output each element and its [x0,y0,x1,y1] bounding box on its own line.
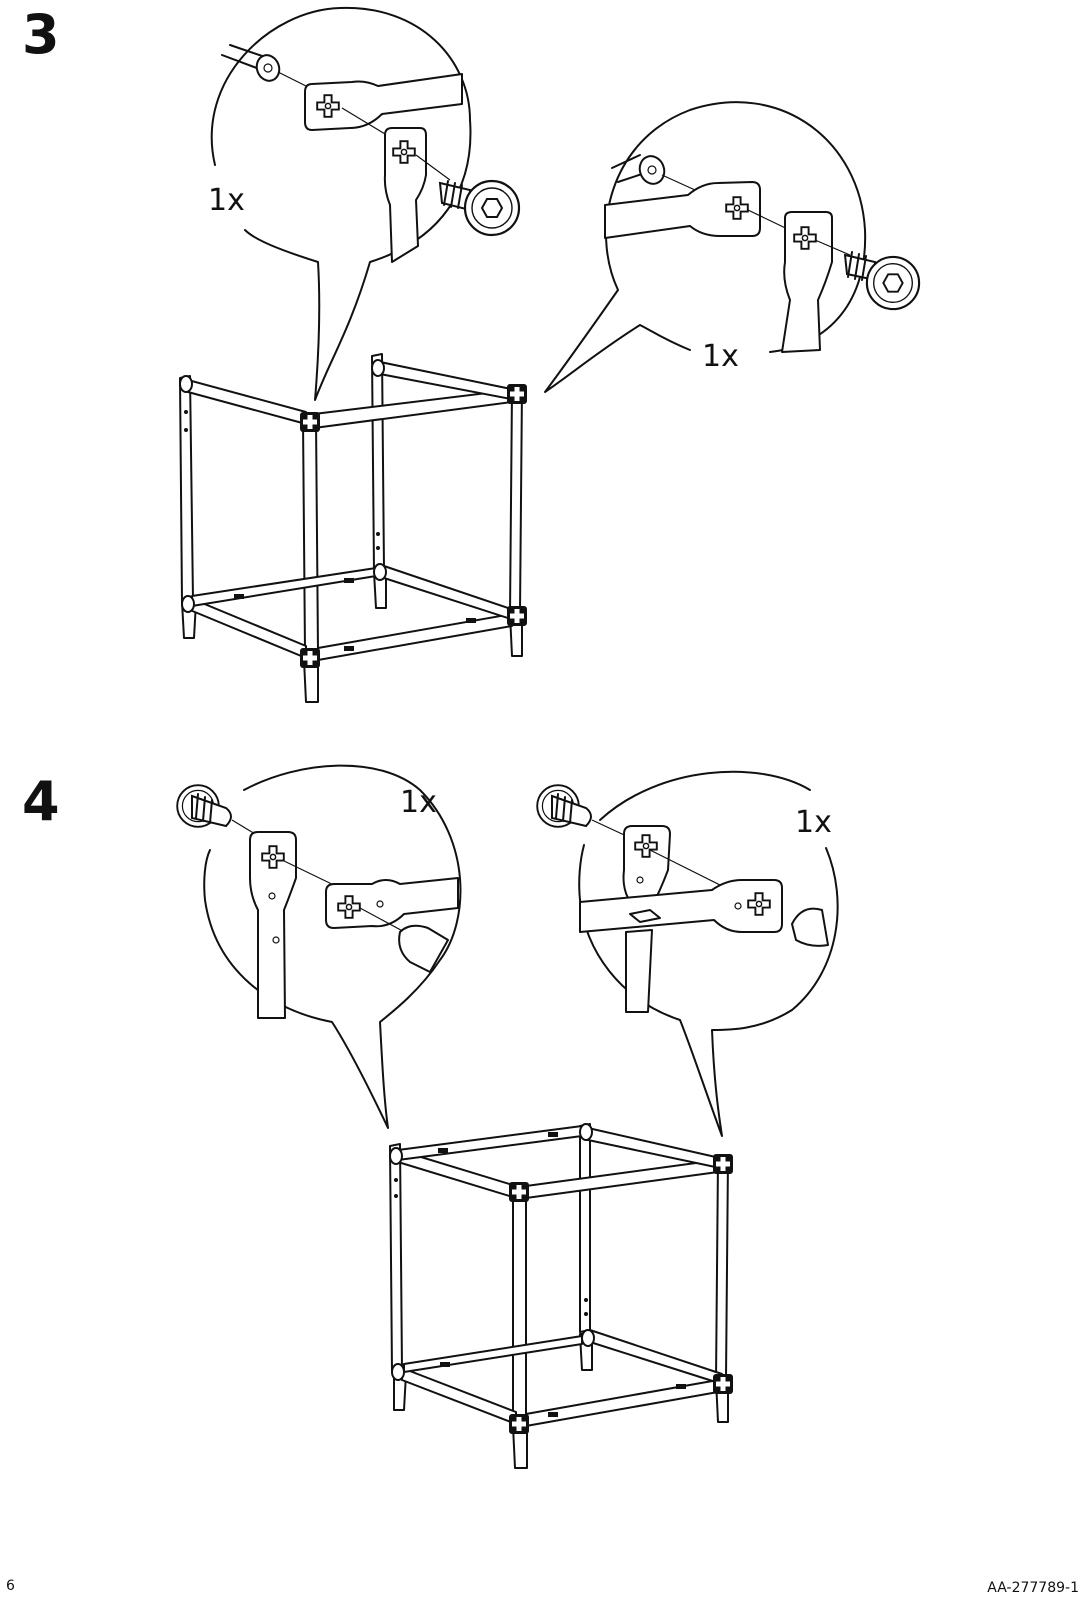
hex-bolt-icon [440,181,519,235]
pin-icon [537,785,591,827]
hex-bolt-icon [845,252,919,309]
pin-icon [177,785,231,827]
page-number: 6 [6,1578,15,1594]
step-3-callout-left [212,8,519,400]
step-4-callout-right [537,772,837,1136]
step-3-frame-illustration [180,354,527,702]
step-4-callout-left [177,766,460,1128]
step-4-frame-illustration [390,1124,733,1468]
document-code: AA-277789-1 [987,1580,1079,1596]
step-3-callout-right [545,102,919,392]
